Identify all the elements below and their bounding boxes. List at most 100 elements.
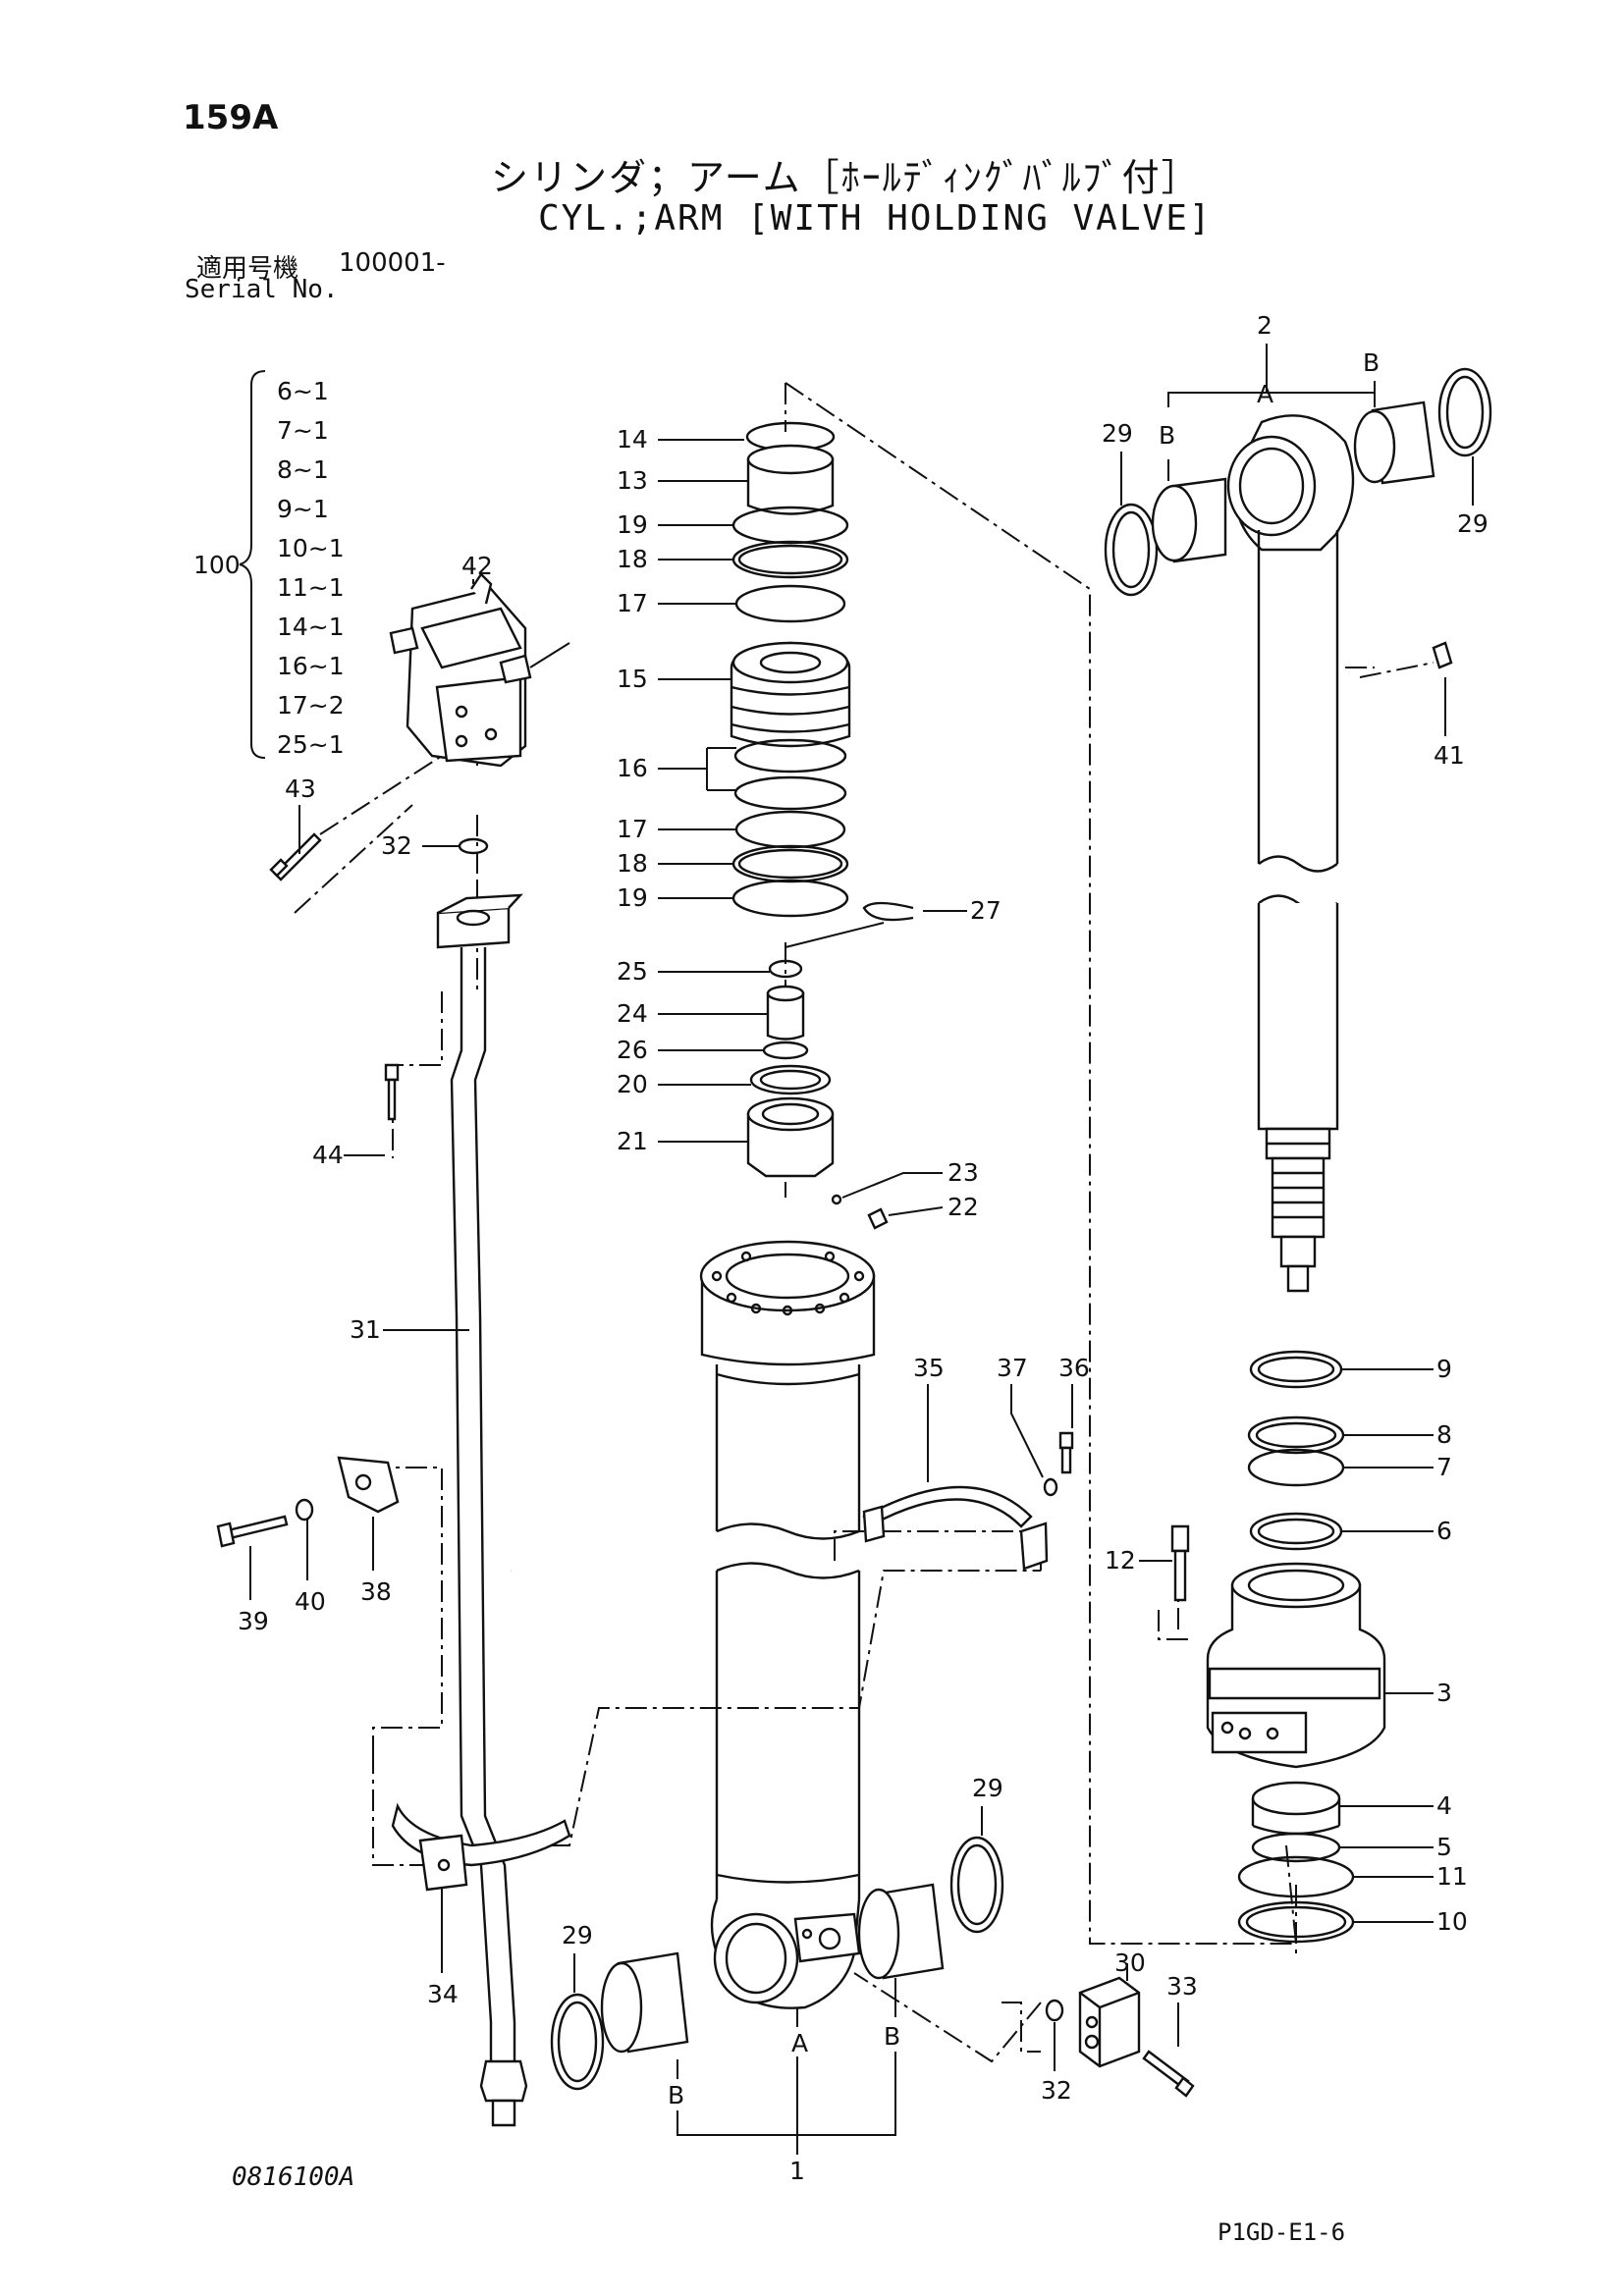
part-number-20: 20	[617, 1070, 648, 1098]
ring-19	[731, 879, 849, 918]
ring-25	[768, 959, 803, 979]
marker-b: B	[1159, 421, 1175, 450]
rod-end-bushing-group: 2 A B B 29 29	[1102, 311, 1492, 597]
set-screw-22	[867, 1207, 889, 1230]
part-number-19: 19	[617, 510, 648, 539]
part-number-33: 33	[1166, 1972, 1198, 2001]
part-number-7: 7	[1436, 1453, 1452, 1481]
bolt-43	[273, 832, 322, 881]
part-number-18: 18	[617, 545, 648, 573]
marker-b: B	[668, 2081, 684, 2109]
part-number-34: 34	[427, 1980, 459, 2008]
piston-rod: 41	[1257, 530, 1465, 1293]
kit-item: 7~1	[277, 416, 329, 445]
cylinder-head-group: 9 8 7 6 12 3	[1105, 1350, 1468, 1944]
part-number-14: 14	[617, 425, 648, 454]
band-clamp-35	[862, 1485, 1033, 1528]
part-number-29: 29	[1457, 509, 1489, 538]
part-number-11: 11	[1436, 1862, 1468, 1891]
serial-label-english: Serial No.	[185, 275, 339, 304]
o-ring-32	[458, 837, 489, 855]
o-ring-29	[1104, 503, 1159, 597]
piston-group: 14 13 19 18 17 15	[617, 421, 1001, 1230]
part-number-41: 41	[1434, 741, 1465, 770]
grease-nipple-41	[1432, 641, 1453, 669]
kit-item: 14~1	[277, 613, 345, 641]
part-number-29: 29	[1102, 419, 1133, 448]
part-number-40: 40	[295, 1587, 326, 1616]
part-number-3: 3	[1436, 1679, 1452, 1707]
ring-18	[731, 540, 849, 579]
part-number-37: 37	[997, 1354, 1028, 1382]
o-ring-29	[949, 1836, 1004, 1934]
part-number-18: 18	[617, 849, 648, 878]
marker-a: A	[791, 2029, 808, 2057]
part-number-29: 29	[972, 1774, 1003, 1802]
serial-value: 100001-	[339, 248, 446, 278]
marker-b: B	[884, 2022, 900, 2051]
o-ring-29	[550, 1993, 605, 2091]
part-number-25: 25	[617, 957, 648, 986]
kit-item: 11~1	[277, 573, 345, 602]
clamp-34	[391, 1802, 571, 1867]
cylinder-tube: 29 29 A B B 1	[550, 1240, 1004, 2185]
kit-item: 25~1	[277, 730, 345, 759]
part-number-1: 1	[789, 2157, 805, 2185]
ring-17	[734, 584, 846, 623]
part-number-12: 12	[1105, 1546, 1136, 1575]
bracket-38	[337, 1456, 400, 1514]
part-number-17: 17	[617, 589, 648, 617]
pipe-31	[450, 947, 493, 2061]
part-number-13: 13	[617, 466, 648, 495]
ring-7	[1247, 1448, 1345, 1487]
part-number-32: 32	[1041, 2076, 1072, 2105]
part-number-23: 23	[947, 1158, 979, 1187]
part-number-31: 31	[350, 1315, 381, 1344]
part-number-44: 44	[312, 1141, 344, 1169]
drawing-number: 0816100A	[232, 2163, 355, 2192]
part-number-32: 32	[381, 831, 412, 860]
washer-37	[1043, 1477, 1058, 1497]
o-ring-32	[1045, 1999, 1064, 2022]
title-english: CYL.;ARM [WITH HOLDING VALVE]	[538, 198, 1213, 239]
part-number-27: 27	[970, 896, 1001, 925]
marker-a: A	[1257, 380, 1273, 408]
kit-list: 100 6~1 7~1 8~1 9~1 10~1 11~1 14~1 16~1 …	[193, 370, 345, 759]
part-number-39: 39	[238, 1607, 269, 1635]
sheet-reference: P1GD-E1-6	[1218, 2218, 1346, 2246]
kit-brace	[239, 370, 266, 759]
kit-item: 16~1	[277, 652, 345, 680]
ring-16	[733, 738, 847, 774]
part-number-22: 22	[947, 1193, 979, 1221]
wear-ring-13	[746, 457, 835, 515]
part-number-2: 2	[1257, 311, 1272, 340]
bolt-12	[1170, 1524, 1190, 1553]
part-number-16: 16	[617, 754, 648, 782]
ball-23	[831, 1194, 842, 1205]
marker-b: B	[1363, 348, 1380, 377]
nut-24	[766, 991, 805, 1041]
kit-item: 6~1	[277, 377, 329, 405]
retaining-clip-27	[862, 901, 914, 922]
part-number-21: 21	[617, 1127, 648, 1155]
part-number-29: 29	[562, 1921, 593, 1949]
part-number-5: 5	[1436, 1833, 1452, 1861]
bolt-44	[384, 1063, 400, 1082]
ring-17	[734, 810, 846, 849]
kit-number: 100	[193, 551, 241, 579]
part-number-4: 4	[1436, 1791, 1452, 1820]
part-number-36: 36	[1058, 1354, 1090, 1382]
holding-valve-group: 42 43 32 31 44	[216, 552, 1198, 2127]
kit-item: 9~1	[277, 495, 329, 523]
washer-40	[295, 1498, 314, 1522]
part-number-43: 43	[285, 774, 316, 803]
kit-item: 17~2	[277, 691, 345, 720]
bushing-4	[1251, 1781, 1341, 1816]
part-number-15: 15	[617, 665, 648, 693]
part-number-17: 17	[617, 815, 648, 843]
part-number-38: 38	[360, 1577, 392, 1606]
serial-label-japanese: 適用号機	[196, 254, 299, 284]
part-number-30: 30	[1114, 1949, 1146, 1977]
